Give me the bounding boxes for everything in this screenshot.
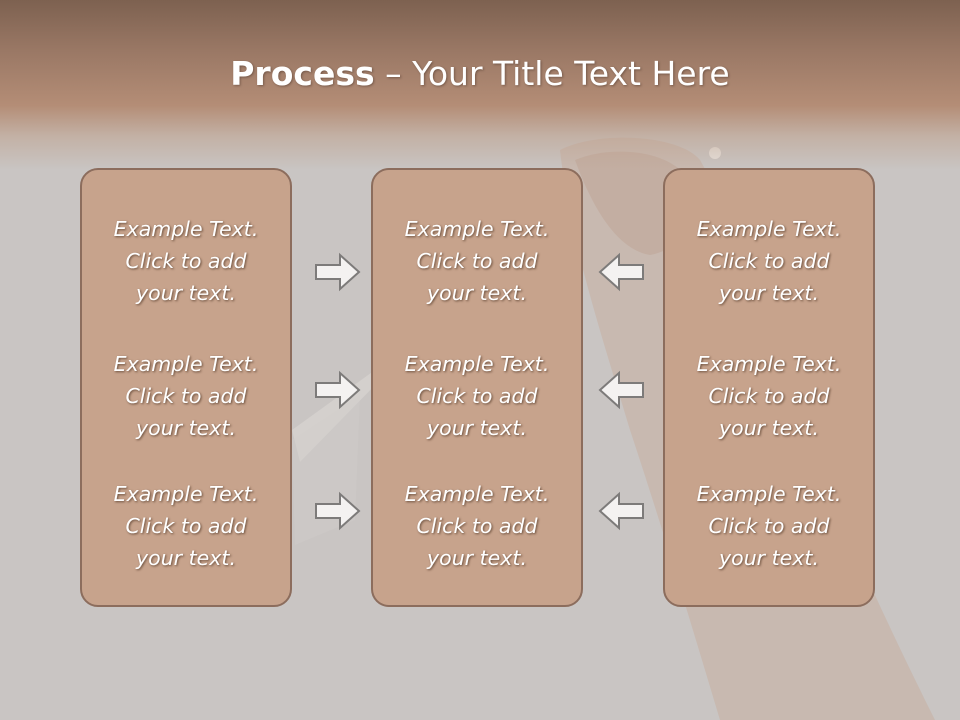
placeholder-text[interactable]: Example Text. Click to add your text. [113, 352, 259, 440]
header-band [0, 0, 960, 170]
process-box-right[interactable]: Example Text. Click to add your text. Ex… [663, 168, 875, 607]
placeholder-text[interactable]: Example Text. Click to add your text. [113, 217, 259, 305]
placeholder-text[interactable]: Example Text. Click to add your text. [696, 217, 842, 305]
process-box-middle[interactable]: Example Text. Click to add your text. Ex… [371, 168, 583, 607]
arrow-left-icon [598, 252, 644, 292]
title-bold: Process [230, 54, 375, 93]
arrow-right-icon [315, 491, 361, 531]
placeholder-text[interactable]: Example Text. Click to add your text. [696, 352, 842, 440]
arrow-right-icon [315, 252, 361, 292]
placeholder-text[interactable]: Example Text. Click to add your text. [404, 482, 550, 570]
arrow-right-icon [315, 370, 361, 410]
placeholder-text[interactable]: Example Text. Click to add your text. [404, 217, 550, 305]
slide-title[interactable]: Process – Your Title Text Here [0, 52, 960, 96]
title-rest: – Your Title Text Here [374, 54, 730, 93]
placeholder-text[interactable]: Example Text. Click to add your text. [696, 482, 842, 570]
process-box-left[interactable]: Example Text. Click to add your text. Ex… [80, 168, 292, 607]
placeholder-text[interactable]: Example Text. Click to add your text. [113, 482, 259, 570]
arrow-left-icon [598, 491, 644, 531]
arrow-left-icon [598, 370, 644, 410]
placeholder-text[interactable]: Example Text. Click to add your text. [404, 352, 550, 440]
